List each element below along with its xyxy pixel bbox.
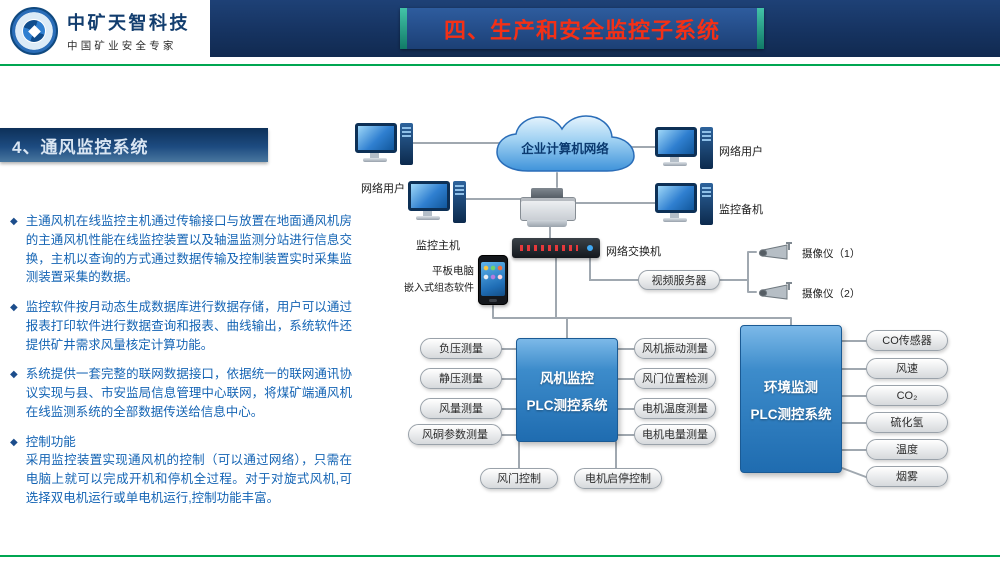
cloud-icon [496, 115, 635, 172]
sensor-pill-smoke: 烟雾 [866, 466, 948, 487]
tablet-icon [478, 255, 508, 305]
bullet-text: 系统提供一套完整的联网数据接口，依据统一的联网通讯协议实现与县、市安监局信息管理… [25, 367, 352, 419]
bullet-text: 主通风机在线监控主机通过传输接口与放置在地面通风机房的主通风机性能在线监控装置以… [25, 214, 352, 285]
camera-icon [758, 242, 792, 260]
sensor-pill-motor-power: 电机电量测量 [634, 424, 716, 445]
monitor-icon [655, 183, 697, 213]
node-label-monitor-backup: 监控备机 [719, 204, 763, 216]
monitor-icon [408, 181, 450, 211]
workstation-network-user-2 [655, 127, 713, 174]
enterprise-network-cloud: 企业计算机网络 [490, 113, 640, 175]
company-name: 中矿天智科技 [67, 13, 190, 33]
section-banner: 4、通风监控系统 [0, 128, 268, 162]
sensor-pill-damper-position: 风门位置检测 [634, 368, 716, 389]
fan-plc-line2: PLC测控系统 [526, 397, 608, 413]
bullet-text: 监控软件按月动态生成数据库进行数据存储，用户可以通过报表打印软件进行数据查询和报… [25, 300, 352, 352]
network-diagram: 企业计算机网络 网络用户 监控主机 网络用户 监控备机 网络交换机 视频服务器 [350, 85, 1000, 555]
company-logo-icon [10, 7, 58, 55]
env-plc-line2: PLC测控系统 [750, 406, 832, 422]
bullet-text: 控制功能 采用监控装置实现通风机的控制（可以通过网络），只需在电脑上就可以完成开… [25, 434, 352, 505]
section-title: 4、通风监控系统 [12, 137, 149, 157]
sensor-pill-air-volume: 风量测量 [420, 398, 502, 419]
company-tagline: 中国矿业安全专家 [67, 40, 177, 52]
slide-title: 四、生产和安全监控子系统 [443, 17, 720, 43]
node-label-network-user-1: 网络用户 [361, 183, 405, 195]
bullet-item: ◆ 监控软件按月动态生成数据库进行数据存储，用户可以通过报表打印软件进行数据查询和… [10, 298, 352, 354]
bullet-diamond-icon: ◆ [10, 216, 18, 227]
tower-icon [700, 183, 713, 225]
workstation-network-user-1 [355, 123, 413, 170]
tower-icon [453, 181, 466, 223]
top-divider [0, 64, 1000, 66]
monitor-icon [355, 123, 397, 153]
company-logo: 中矿天智科技 中国矿业安全专家 [10, 7, 190, 55]
node-label-switch: 网络交换机 [606, 246, 661, 258]
sensor-pill-temperature: 温度 [866, 439, 948, 460]
sensor-pill-negative-pressure: 负压测量 [420, 338, 502, 359]
workstation-monitor-backup [655, 183, 713, 230]
connection-lines [412, 142, 867, 478]
sensor-pill-co2: CO₂ [866, 385, 948, 406]
sensor-pill-static-pressure: 静压测量 [420, 368, 502, 389]
bullet-list: ◆ 主通风机在线监控主机通过传输接口与放置在地面通风机房的主通风机性能在线监控装置… [10, 212, 352, 519]
workstation-monitor-host [408, 181, 466, 228]
network-switch-icon [512, 238, 600, 258]
bullet-diamond-icon: ◆ [10, 302, 18, 313]
monitor-icon [655, 127, 697, 157]
node-label-tablet-software: 嵌入式组态软件 [404, 283, 474, 294]
control-pill-motor-start-stop: 电机启停控制 [574, 468, 662, 489]
sensor-pill-co: CO传感器 [866, 330, 948, 351]
sensor-pill-h2s: 硫化氢 [866, 412, 948, 433]
node-label-network-user-2: 网络用户 [719, 146, 763, 158]
camera-icon [758, 282, 792, 300]
tower-icon [700, 127, 713, 169]
logo-text-block: 中矿天智科技 中国矿业安全专家 [67, 9, 190, 53]
printer-icon [520, 188, 576, 227]
sensor-pill-fan-drift-params: 风硐参数测量 [408, 424, 502, 445]
fan-plc-line1: 风机监控 [540, 370, 594, 386]
fan-plc-box: 风机监控 PLC测控系统 [516, 338, 618, 442]
bullet-item: ◆ 控制功能 采用监控装置实现通风机的控制（可以通过网络），只需在电脑上就可以完成… [10, 433, 352, 508]
bullet-diamond-icon: ◆ [10, 436, 18, 448]
tower-icon [400, 123, 413, 165]
control-pill-damper-control: 风门控制 [480, 468, 558, 489]
bullet-diamond-icon: ◆ [10, 369, 18, 381]
env-plc-box: 环境监测 PLC测控系统 [740, 325, 842, 473]
node-label-camera-1: 摄像仪（1） [802, 248, 861, 260]
logo-emblem-icon [23, 20, 45, 42]
cloud-label: 企业计算机网络 [521, 142, 609, 156]
video-server-node: 视频服务器 [638, 270, 720, 290]
node-label-tablet: 平板电脑 [432, 265, 474, 277]
slide-title-box: 四、生产和安全监控子系统 [400, 8, 764, 49]
node-label-monitor-host: 监控主机 [416, 240, 460, 252]
bullet-item: ◆ 系统提供一套完整的联网数据接口，依据统一的联网通讯协议实现与县、市安监局信息管… [10, 365, 352, 421]
bottom-divider [0, 555, 1000, 557]
env-plc-line1: 环境监测 [764, 379, 818, 395]
node-label-camera-2: 摄像仪（2） [802, 288, 861, 300]
bullet-item: ◆ 主通风机在线监控主机通过传输接口与放置在地面通风机房的主通风机性能在线监控装置… [10, 212, 352, 287]
sensor-pill-wind-speed: 风速 [866, 358, 948, 379]
sensor-pill-motor-temperature: 电机温度测量 [634, 398, 716, 419]
sensor-pill-fan-vibration: 风机振动测量 [634, 338, 716, 359]
